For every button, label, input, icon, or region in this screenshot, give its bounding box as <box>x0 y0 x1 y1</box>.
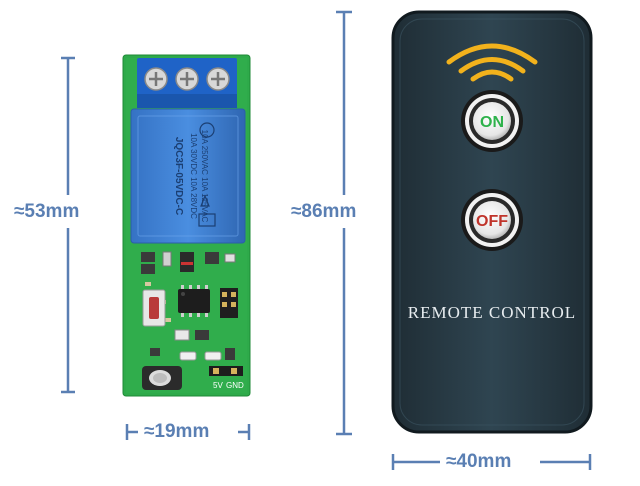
remote-control: ON OFF REMOTE CONTROL <box>391 10 593 434</box>
relay: 10A 250VAC 10A 125VAC 10A 30VDC 10A 28VD… <box>130 108 246 244</box>
jumper-header <box>220 288 238 318</box>
off-button[interactable]: OFF <box>461 189 523 251</box>
remote-height-label: ≈86mm <box>291 201 357 222</box>
relay-module-board: 10A 250VAC 10A 125VAC 10A 30VDC 10A 28VD… <box>122 54 251 397</box>
board-width-dimension-line <box>125 424 251 440</box>
board-height-label: ≈53mm <box>14 201 80 222</box>
remote-width-dimension-line <box>391 454 592 470</box>
remote-height-dimension-line <box>336 10 352 436</box>
remote-width-label: ≈40mm <box>446 451 512 472</box>
relay-rating-line-2: 10A 30VDC 10A 28VDC <box>189 133 198 219</box>
on-button[interactable]: ON <box>461 90 523 152</box>
smd-components <box>141 251 236 322</box>
screw-terminal-block <box>137 58 237 108</box>
pin-label-5v: 5V <box>213 381 223 390</box>
on-button-label: ON <box>480 114 504 131</box>
signal-wave-icon <box>446 43 538 82</box>
board-height-dimension-line <box>61 56 75 394</box>
led-indicators <box>150 329 235 361</box>
certification-mark <box>198 122 216 227</box>
relay-model: JQC3F-05VDC-C <box>173 137 184 215</box>
push-button <box>142 289 166 327</box>
terminal-screw <box>144 67 168 91</box>
power-pins: 5V GND <box>209 366 244 390</box>
off-button-label: OFF <box>476 213 508 230</box>
pin-label-gnd: GND <box>226 381 244 390</box>
ic-chip <box>178 285 210 317</box>
terminal-screw <box>206 67 230 91</box>
board-width-label: ≈19mm <box>144 421 210 442</box>
relay-rating-line-1: 10A 250VAC 10A 125VAC <box>200 130 209 223</box>
remote-label: REMOTE CONTROL <box>408 303 576 322</box>
ir-receiver <box>142 366 182 390</box>
terminal-screw <box>175 67 199 91</box>
